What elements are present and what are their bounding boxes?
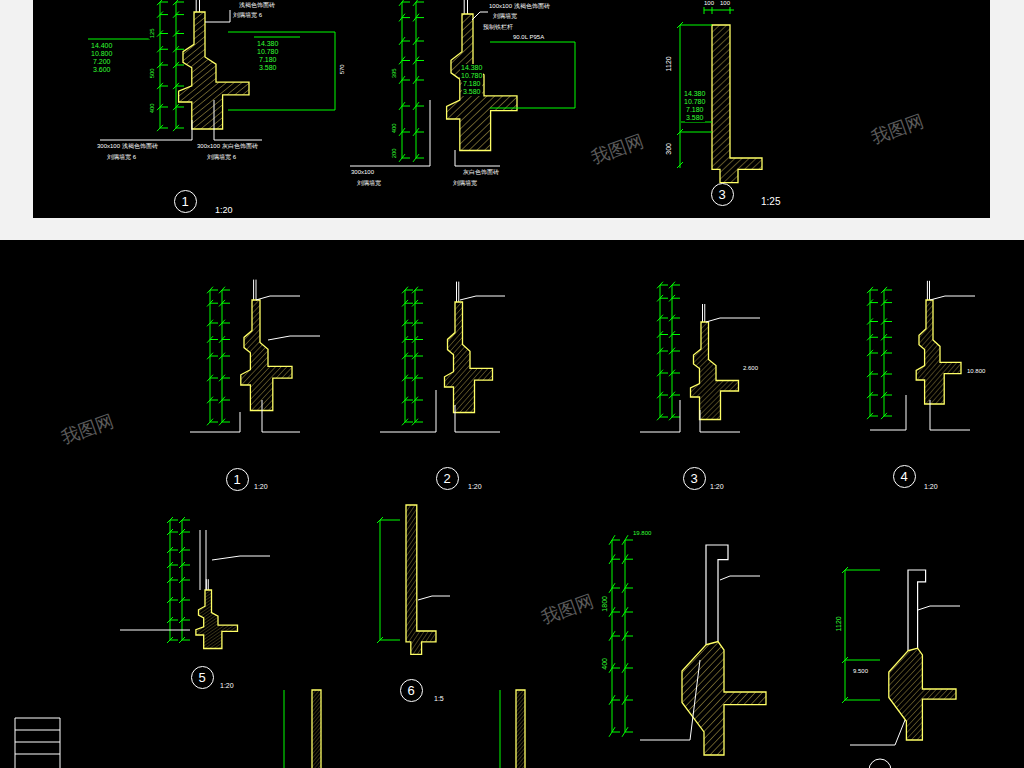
note-text: 300x100 浅褐色饰面砖: [96, 143, 159, 150]
elevation-text: 10.780: [683, 98, 706, 106]
elevation-text: 3.580: [685, 114, 705, 122]
note-text: 刘隅墙宽: [452, 180, 478, 187]
elevation-text: 10.780: [460, 72, 483, 80]
note-text: 刘隅墙宽: [356, 180, 382, 187]
scale-text: 1:25: [760, 196, 781, 207]
callout-number: 6: [407, 683, 414, 698]
dimension-text: 100: [703, 0, 715, 7]
dimension-text: 400: [601, 657, 609, 671]
elevation-text: 19.800: [632, 530, 652, 537]
dimension-text: 570: [339, 63, 346, 75]
scale-text: 1:20: [253, 483, 269, 491]
elevation-text: 3.580: [258, 64, 278, 72]
callout-number: 5: [198, 670, 205, 685]
elevation-text: 3.600: [92, 66, 112, 74]
dimension-text: 500: [149, 67, 156, 79]
elevation-text: 7.180: [258, 56, 278, 64]
scale-text: 1:5: [433, 695, 445, 703]
detail-marker-circle: 3: [711, 183, 734, 206]
callout-number: 4: [900, 469, 907, 484]
scale-text: 1:20: [923, 483, 939, 491]
elevation-text: 2.600: [742, 365, 759, 372]
elevation-text: 10.800: [966, 368, 986, 375]
callout-number: 2: [443, 471, 450, 486]
dimension-text: 1120: [835, 615, 843, 632]
elevation-text: 14.380: [683, 90, 706, 98]
dimension-text: 1120: [665, 55, 673, 72]
note-text: 刘隅墙宽 6: [106, 154, 137, 161]
dimension-text: 100: [719, 0, 731, 7]
dimension-text: 1800: [601, 595, 609, 613]
detail-marker-circle: 4: [893, 465, 916, 488]
callout-number: 1: [233, 472, 240, 487]
elevation-text: 14.380: [460, 64, 483, 72]
note-text: 灰白色饰面砖: [462, 169, 500, 176]
note-text: 刘隅墙宽 6: [232, 12, 263, 19]
note-text: 300x100 灰白色饰面砖: [196, 143, 259, 150]
note-text: 刘隅墙宽 6: [206, 154, 237, 161]
elevation-text: 10.800: [90, 50, 113, 58]
callout-number: 1: [181, 194, 188, 209]
callout-number: 3: [718, 187, 725, 202]
note-text: 90.0L P95A: [512, 34, 545, 41]
scale-text: 1:20: [467, 483, 483, 491]
note-text: 300x100: [350, 169, 375, 176]
note-text: 浅褐色饰面砖: [238, 2, 276, 9]
elevation-text: 7.180: [462, 80, 482, 88]
dimension-text: 400: [391, 122, 398, 134]
elevation-text: 3.580: [462, 88, 482, 96]
elevation-text: 10.780: [256, 48, 279, 56]
detail-marker-circle: 5: [191, 666, 214, 689]
dimension-text: 395: [391, 67, 398, 79]
scale-text: 1:20: [214, 206, 234, 216]
note-text: 100x100 浅褐色饰面砖: [488, 3, 551, 10]
detail-marker-circle: 3: [683, 467, 706, 490]
detail-marker-circle: 1: [226, 468, 249, 491]
dimension-text: 400: [149, 102, 156, 114]
detail-marker-circle: 6: [400, 679, 423, 702]
elevation-text: 14.380: [256, 40, 279, 48]
elevation-text: 9.500: [852, 668, 869, 675]
detail-marker-circle: 1: [174, 190, 197, 213]
note-text: 预制铁栏杆: [482, 24, 514, 31]
dimension-text: 125: [149, 27, 156, 39]
note-text: 刘隅墙宽: [492, 13, 518, 20]
scale-text: 1:20: [219, 682, 235, 690]
dimension-text: 200: [391, 147, 398, 159]
elevation-text: 7.180: [685, 106, 705, 114]
elevation-text: 7.200: [92, 58, 112, 66]
scale-text: 1:20: [709, 483, 725, 491]
dimension-text: 300: [665, 142, 673, 156]
callout-number: 3: [690, 471, 697, 486]
detail-marker-circle: 2: [436, 467, 459, 490]
elevation-text: 14.400: [90, 42, 113, 50]
